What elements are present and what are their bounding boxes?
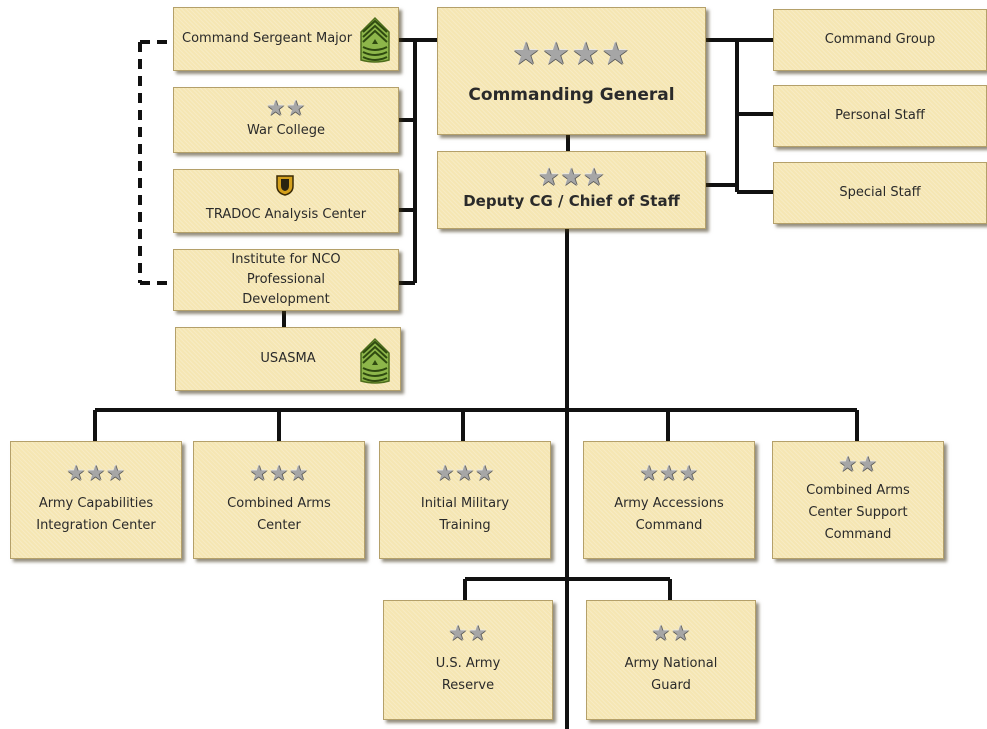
- war-college-label: War College: [247, 123, 325, 138]
- command-label-line-2: Training: [439, 518, 491, 533]
- command-label-line-3: Command: [824, 527, 892, 542]
- reserve-label-line-2: Reserve: [441, 678, 495, 693]
- command-group-box[interactable]: Command Group: [773, 9, 987, 71]
- deputy-cg-label: Deputy CG / Chief of Staff: [463, 192, 680, 210]
- deputy-cg-box[interactable]: ★★★ Deputy CG / Chief of Staff: [437, 151, 706, 229]
- three-star-insignia: ★★★: [639, 462, 699, 485]
- trac-label: TRADOC Analysis Center: [205, 207, 367, 222]
- usasma-box[interactable]: USASMA: [175, 327, 401, 391]
- four-star-insignia: ★★★★: [511, 36, 632, 71]
- three-star-insignia: ★★★: [537, 164, 606, 191]
- command-label-line-2: Center Support: [808, 505, 908, 520]
- inco-label-line-1: Institute for NCO: [231, 252, 341, 267]
- trac-box[interactable]: TRADOC Analysis Center: [173, 169, 399, 233]
- inco-label-line-2: Professional: [246, 272, 326, 287]
- command-label-line-1: Combined Arms: [227, 496, 331, 511]
- reserve-label-line-2: Guard: [651, 678, 691, 693]
- two-star-insignia: ★★: [448, 622, 488, 645]
- combined-arms-center-box[interactable]: ★★★ Combined Arms Center: [193, 441, 365, 559]
- cac-support-command-box[interactable]: ★★ Combined Arms Center Support Command: [772, 441, 944, 559]
- special-staff-label: Special Staff: [839, 185, 921, 200]
- sergeant-major-chevron-icon: [360, 337, 390, 384]
- command-label-line-2: Integration Center: [36, 518, 156, 533]
- us-army-reserve-box[interactable]: ★★ U.S. Army Reserve: [383, 600, 553, 720]
- command-label-line-1: Army Capabilities: [38, 496, 154, 511]
- command-label-line-2: Center: [257, 518, 301, 533]
- command-sergeant-major-box[interactable]: Command Sergeant Major: [173, 7, 399, 71]
- commanding-general-box[interactable]: ★★★★ Commanding General: [437, 7, 706, 135]
- special-staff-box[interactable]: Special Staff: [773, 162, 987, 224]
- war-college-box[interactable]: ★★ War College: [173, 87, 399, 153]
- personal-staff-box[interactable]: Personal Staff: [773, 85, 987, 147]
- two-star-insignia: ★★: [838, 453, 878, 476]
- reserve-label-line-1: Army National: [624, 656, 718, 671]
- three-star-insignia: ★★★: [66, 462, 126, 485]
- sergeant-major-chevron-icon: [360, 16, 390, 63]
- command-label-line-1: Army Accessions: [614, 496, 724, 511]
- army-accessions-command-box[interactable]: ★★★ Army Accessions Command: [583, 441, 755, 559]
- two-star-insignia: ★★: [266, 97, 306, 120]
- commanding-general-label: Commanding General: [468, 85, 675, 105]
- trac-emblem-icon: [276, 175, 294, 196]
- reserve-label-line-1: U.S. Army: [435, 656, 501, 671]
- command-label-line-1: Combined Arms: [806, 483, 910, 498]
- initial-military-training-box[interactable]: ★★★ Initial Military Training: [379, 441, 551, 559]
- command-sergeant-major-label: Command Sergeant Major: [182, 31, 353, 46]
- usasma-label: USASMA: [260, 351, 316, 366]
- inco-label-line-3: Development: [242, 292, 330, 307]
- three-star-insignia: ★★★: [249, 462, 309, 485]
- army-national-guard-box[interactable]: ★★ Army National Guard: [586, 600, 756, 720]
- personal-staff-label: Personal Staff: [835, 108, 925, 123]
- arcic-box[interactable]: ★★★ Army Capabilities Integration Center: [10, 441, 182, 559]
- two-star-insignia: ★★: [651, 622, 691, 645]
- command-label-line-2: Command: [635, 518, 703, 533]
- command-group-label: Command Group: [824, 32, 936, 47]
- three-star-insignia: ★★★: [435, 462, 495, 485]
- inco-development-box[interactable]: Institute for NCO Professional Developme…: [173, 249, 399, 311]
- command-label-line-1: Initial Military: [420, 496, 510, 511]
